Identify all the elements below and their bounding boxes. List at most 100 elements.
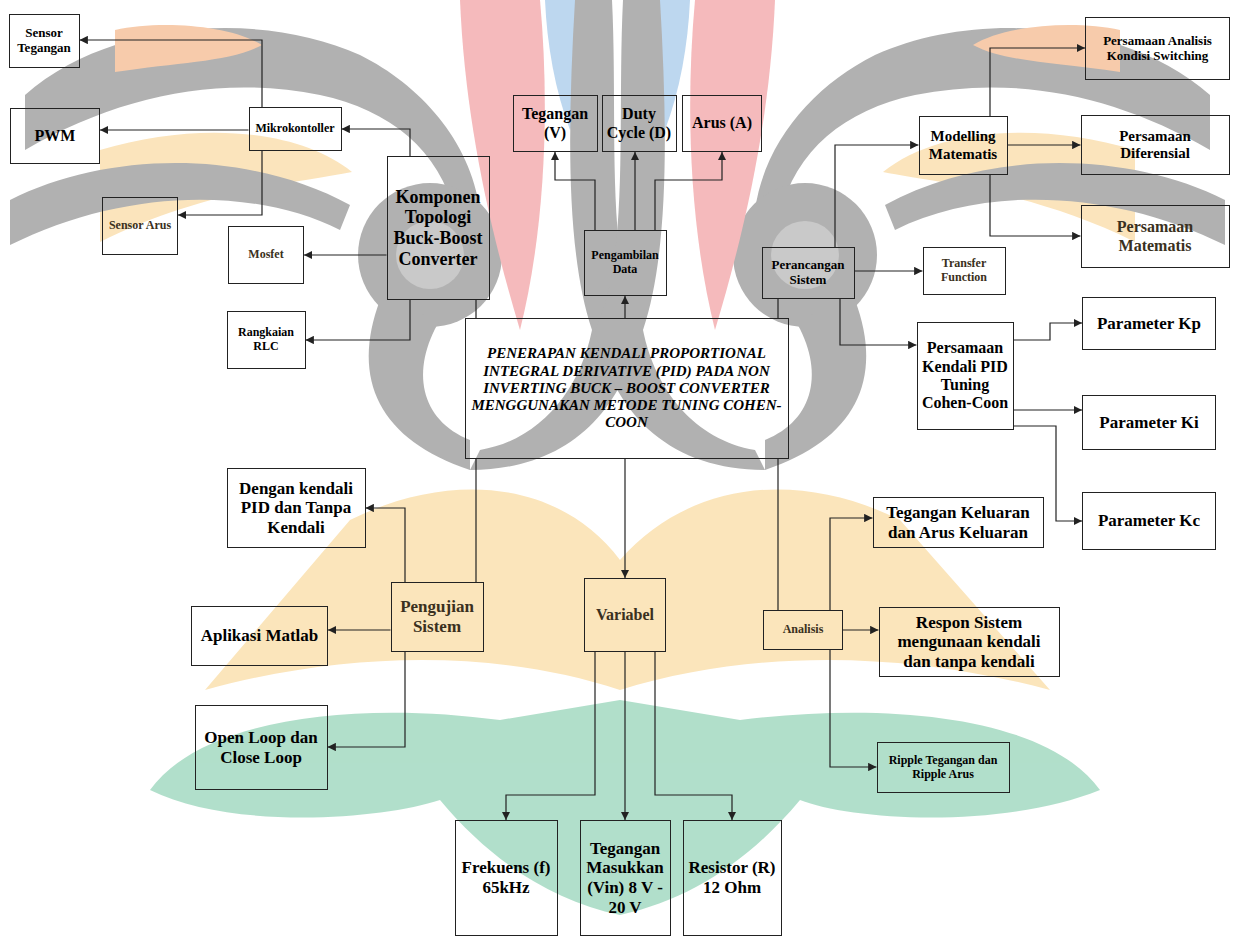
connector-arrow	[80, 40, 263, 107]
edge-group	[80, 40, 1086, 820]
connector-arrow	[655, 652, 732, 820]
process-box: Parameter Ki	[1082, 395, 1216, 450]
process-box: Sensor Arus	[102, 197, 178, 255]
process-box: Pengambilan Data	[584, 230, 667, 296]
connector-arrow	[1014, 323, 1083, 340]
node-label: Variabel	[596, 606, 654, 624]
process-box: Persamaan Diferensial	[1081, 115, 1230, 175]
node-label: Pengambilan Data	[589, 249, 662, 277]
title-box: PENERAPAN KENDALI PROPORTIONAL INTEGRAL …	[465, 318, 789, 459]
node-label: Tegangan Keluaran dan Arus Keluaran	[878, 503, 1039, 542]
node-label: Duty Cycle (D)	[607, 105, 672, 142]
hornbill-beak	[10, 163, 350, 245]
node-label: Resistor (R) 12 Ohm	[688, 858, 777, 897]
hornbill-neck	[765, 300, 866, 470]
process-box: Duty Cycle (D)	[602, 95, 677, 152]
process-box: Analisis	[763, 610, 843, 650]
node-label: Persamaan Diferensial	[1086, 128, 1225, 163]
node-label: PENERAPAN KENDALI PROPORTIONAL INTEGRAL …	[470, 345, 784, 431]
node-label: Perancangan Sistem	[767, 258, 850, 288]
node-label: Parameter Kc	[1098, 511, 1200, 531]
process-box: Dengan kendali PID dan Tanpa Kendali	[227, 468, 366, 548]
process-box: Respon Sistem mengunaan kendali dan tanp…	[879, 607, 1060, 677]
process-box: Modelling Matematis	[919, 116, 1008, 175]
node-label: Analisis	[783, 623, 824, 637]
connector-arrow	[777, 459, 778, 610]
process-box: Persamaan Matematis	[1081, 205, 1230, 268]
connector-arrow	[835, 145, 919, 247]
connector-arrow	[624, 459, 625, 578]
connector-arrow	[624, 296, 625, 318]
connector-arrow	[830, 650, 877, 767]
connector-arrow	[990, 48, 1085, 116]
process-box: Mosfet	[228, 226, 304, 284]
connector-arrow	[555, 152, 595, 230]
connector-arrow	[624, 652, 625, 820]
process-box: Frekuens (f) 65kHz	[455, 820, 558, 936]
process-box: Parameter Kp	[1082, 297, 1216, 350]
node-label: Tegangan Masukkan (Vin) 8 V - 20 V	[585, 839, 666, 917]
process-box: Arus (A)	[682, 95, 762, 152]
connector-arrow	[366, 508, 406, 582]
node-label: Modelling Matematis	[924, 128, 1003, 163]
node-label: Arus (A)	[692, 114, 752, 132]
connector-arrow	[1008, 144, 1081, 145]
node-label: Transfer Function	[928, 257, 1001, 285]
watermark-group	[10, 0, 1225, 915]
node-label: Sensor Arus	[109, 219, 171, 233]
node-label: Frekuens (f) 65kHz	[460, 858, 553, 897]
node-label: Parameter Ki	[1099, 413, 1198, 433]
node-label: Open Loop dan Close Loop	[200, 728, 323, 767]
node-label: Sensor Tegangan	[14, 26, 75, 56]
node-label: Rangkaian RLC	[232, 326, 301, 354]
pink-feather	[460, 0, 545, 330]
node-label: Persamaan Matematis	[1086, 218, 1225, 255]
node-label: Ripple Tegangan dan Ripple Arus	[882, 754, 1005, 782]
process-box: Persamaan Kendali PID Tuning Cohen-Coon	[917, 322, 1014, 430]
node-label: Tegangan (V)	[518, 105, 593, 142]
connector-arrow	[100, 129, 249, 130]
connector-arrow	[475, 459, 476, 582]
process-box: Rangkaian RLC	[227, 311, 306, 369]
node-label: Persamaan Kendali PID Tuning Cohen-Coon	[922, 339, 1009, 413]
node-label: Parameter Kp	[1097, 314, 1201, 334]
connector-arrow	[655, 152, 722, 230]
connector-arrow	[342, 129, 411, 156]
process-box: Open Loop dan Close Loop	[195, 705, 328, 790]
connector-arrow	[777, 299, 778, 318]
process-box: Persamaan Analisis Kondisi Switching	[1085, 17, 1230, 80]
node-label: PWM	[35, 127, 76, 145]
connector-arrow	[328, 652, 406, 747]
connector-arrow	[840, 299, 917, 345]
connector-arrow	[855, 270, 923, 271]
connector-arrow	[178, 151, 262, 215]
connector-arrow	[506, 652, 595, 820]
node-label: Mikrokontoller	[255, 122, 334, 136]
connector-arrow	[328, 629, 391, 630]
process-box: Aplikasi Matlab	[191, 606, 328, 666]
hornbill-casque-orange	[115, 25, 262, 72]
connector-arrow	[843, 629, 879, 630]
process-box: Resistor (R) 12 Ohm	[683, 820, 782, 936]
connector-arrow	[990, 175, 1081, 236]
process-box: Transfer Function	[923, 247, 1006, 295]
node-label: Komponen Topologi Buck-Boost Converter	[392, 187, 485, 270]
connector-arrow	[304, 254, 387, 255]
process-box: Ripple Tegangan dan Ripple Arus	[877, 742, 1010, 793]
process-box: Tegangan (V)	[513, 95, 598, 152]
process-box: Parameter Kc	[1082, 492, 1216, 550]
node-label: Mosfet	[248, 248, 283, 262]
process-box: Perancangan Sistem	[762, 247, 855, 299]
connector-arrow	[1014, 409, 1083, 410]
process-box: Variabel	[584, 578, 666, 652]
connector-arrow	[830, 518, 873, 610]
node-label: Pengujian Sistem	[396, 597, 479, 636]
process-box: Tegangan Keluaran dan Arus Keluaran	[873, 497, 1044, 548]
node-label: Dengan kendali PID dan Tanpa Kendali	[232, 479, 361, 538]
process-box: PWM	[10, 108, 100, 164]
connector-arrow	[634, 152, 635, 230]
process-box: Sensor Tegangan	[9, 14, 80, 68]
